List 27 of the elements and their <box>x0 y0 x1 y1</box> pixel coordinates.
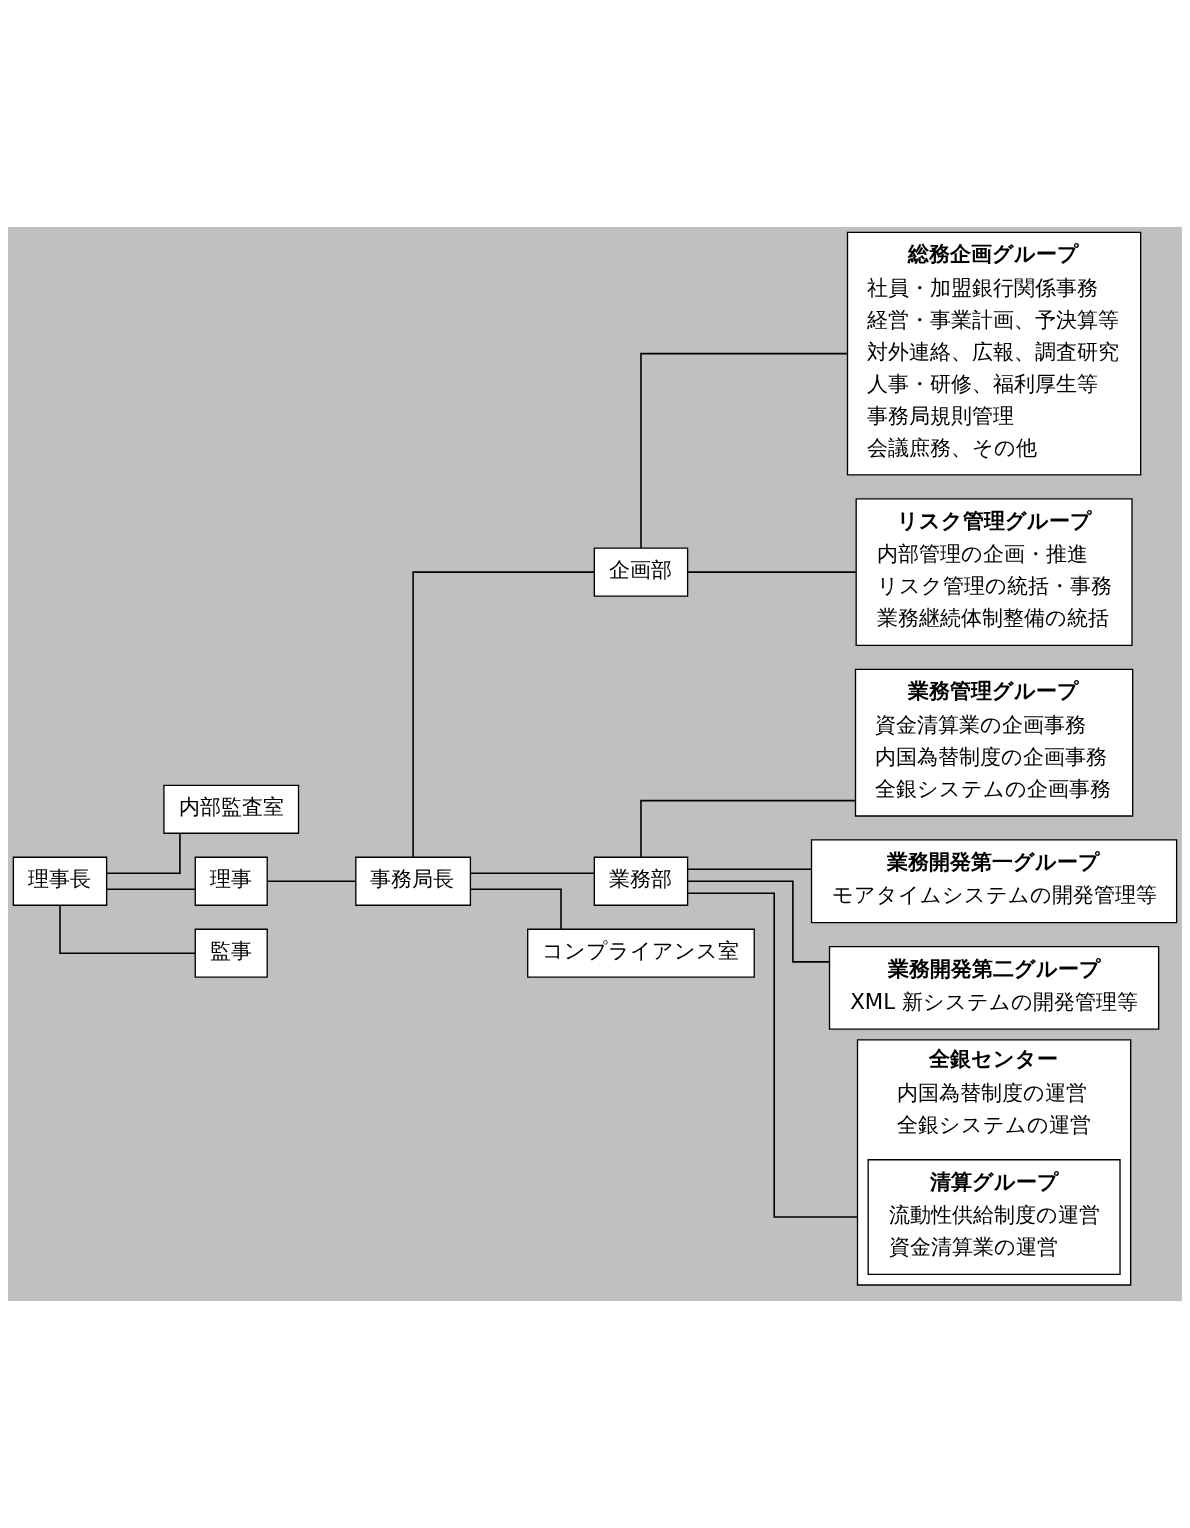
node-box: 企画部 <box>593 547 689 597</box>
connector <box>687 880 831 963</box>
connector <box>105 832 181 875</box>
node-box: 内部監査室 <box>163 784 300 834</box>
connector <box>469 872 596 875</box>
connector <box>412 571 596 858</box>
node-box: リスク管理グループ 内部管理の企画・推進 リスク管理の統括・事務 業務継続体制整備の統括 <box>855 498 1133 647</box>
connector <box>687 571 857 573</box>
connector <box>640 352 849 549</box>
node-box: 業務管理グループ 資金清算業の企画事務 内国為替制度の企画事務 全銀システムの企画事務 <box>854 668 1134 817</box>
node-box: 理事長 <box>12 856 108 906</box>
node-box: 監事 <box>194 928 268 978</box>
node-box: 業務部 <box>593 856 689 906</box>
connector <box>266 880 357 883</box>
node-box: 理事 <box>194 856 268 906</box>
node-box: コンプライアンス室 <box>527 928 755 978</box>
node-box: 事務局長 <box>355 856 472 906</box>
connector <box>687 892 859 1218</box>
node-box: 清算グループ 流動性供給制度の運営 資金清算業の運営 <box>867 1159 1121 1275</box>
node-box: 総務企画グループ 社員・加盟銀行関係事務 経営・事業計画、予決算等 対外連絡、広報、調査研究 人事・研修、福利厚生等 事務局規則管理 会議庶務、その他 <box>846 231 1142 476</box>
connector <box>687 868 813 871</box>
connector <box>640 799 856 858</box>
connector <box>106 888 196 891</box>
node-box: 業務開発第一グループ モアタイムシステムの開発管理等 <box>810 839 1178 924</box>
connector <box>469 888 562 930</box>
node-box: 業務開発第二グループ XML 新システムの開発管理等 <box>828 945 1160 1030</box>
connector <box>59 904 196 954</box>
